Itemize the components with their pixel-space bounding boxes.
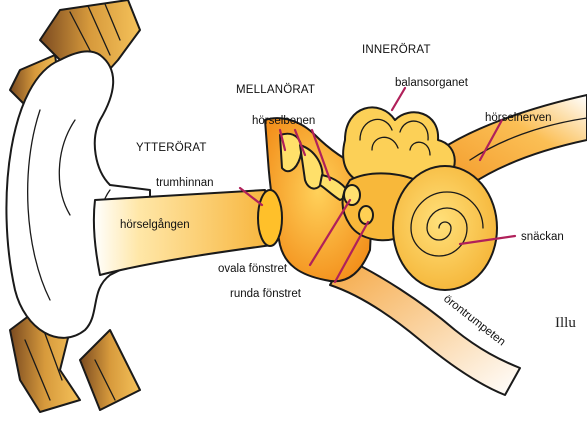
round-window-shape: [359, 206, 373, 224]
label-cochlea: snäckan: [521, 231, 564, 243]
label-round-window: runda fönstret: [230, 288, 302, 300]
label-outer-ear: YTTERÖRAT: [136, 142, 207, 154]
pinna: [6, 51, 150, 337]
label-auditory-nerve: hörselnerven: [485, 112, 551, 124]
label-oval-window: ovala fönstret: [218, 263, 288, 275]
label-ear-canal: hörselgången: [120, 219, 190, 231]
label-middle-ear: MELLANÖRAT: [236, 84, 315, 96]
label-ossicles: hörselbenen: [252, 115, 315, 127]
label-balance-organ: balansorganet: [395, 77, 469, 89]
label-eardrum: trumhinnan: [156, 177, 214, 189]
eardrum-shape: [258, 190, 282, 246]
caption-text: Illu: [555, 315, 576, 331]
label-inner-ear: INNERÖRAT: [362, 44, 431, 56]
cochlea-shape: [393, 166, 497, 290]
oval-window-shape: [344, 185, 360, 205]
